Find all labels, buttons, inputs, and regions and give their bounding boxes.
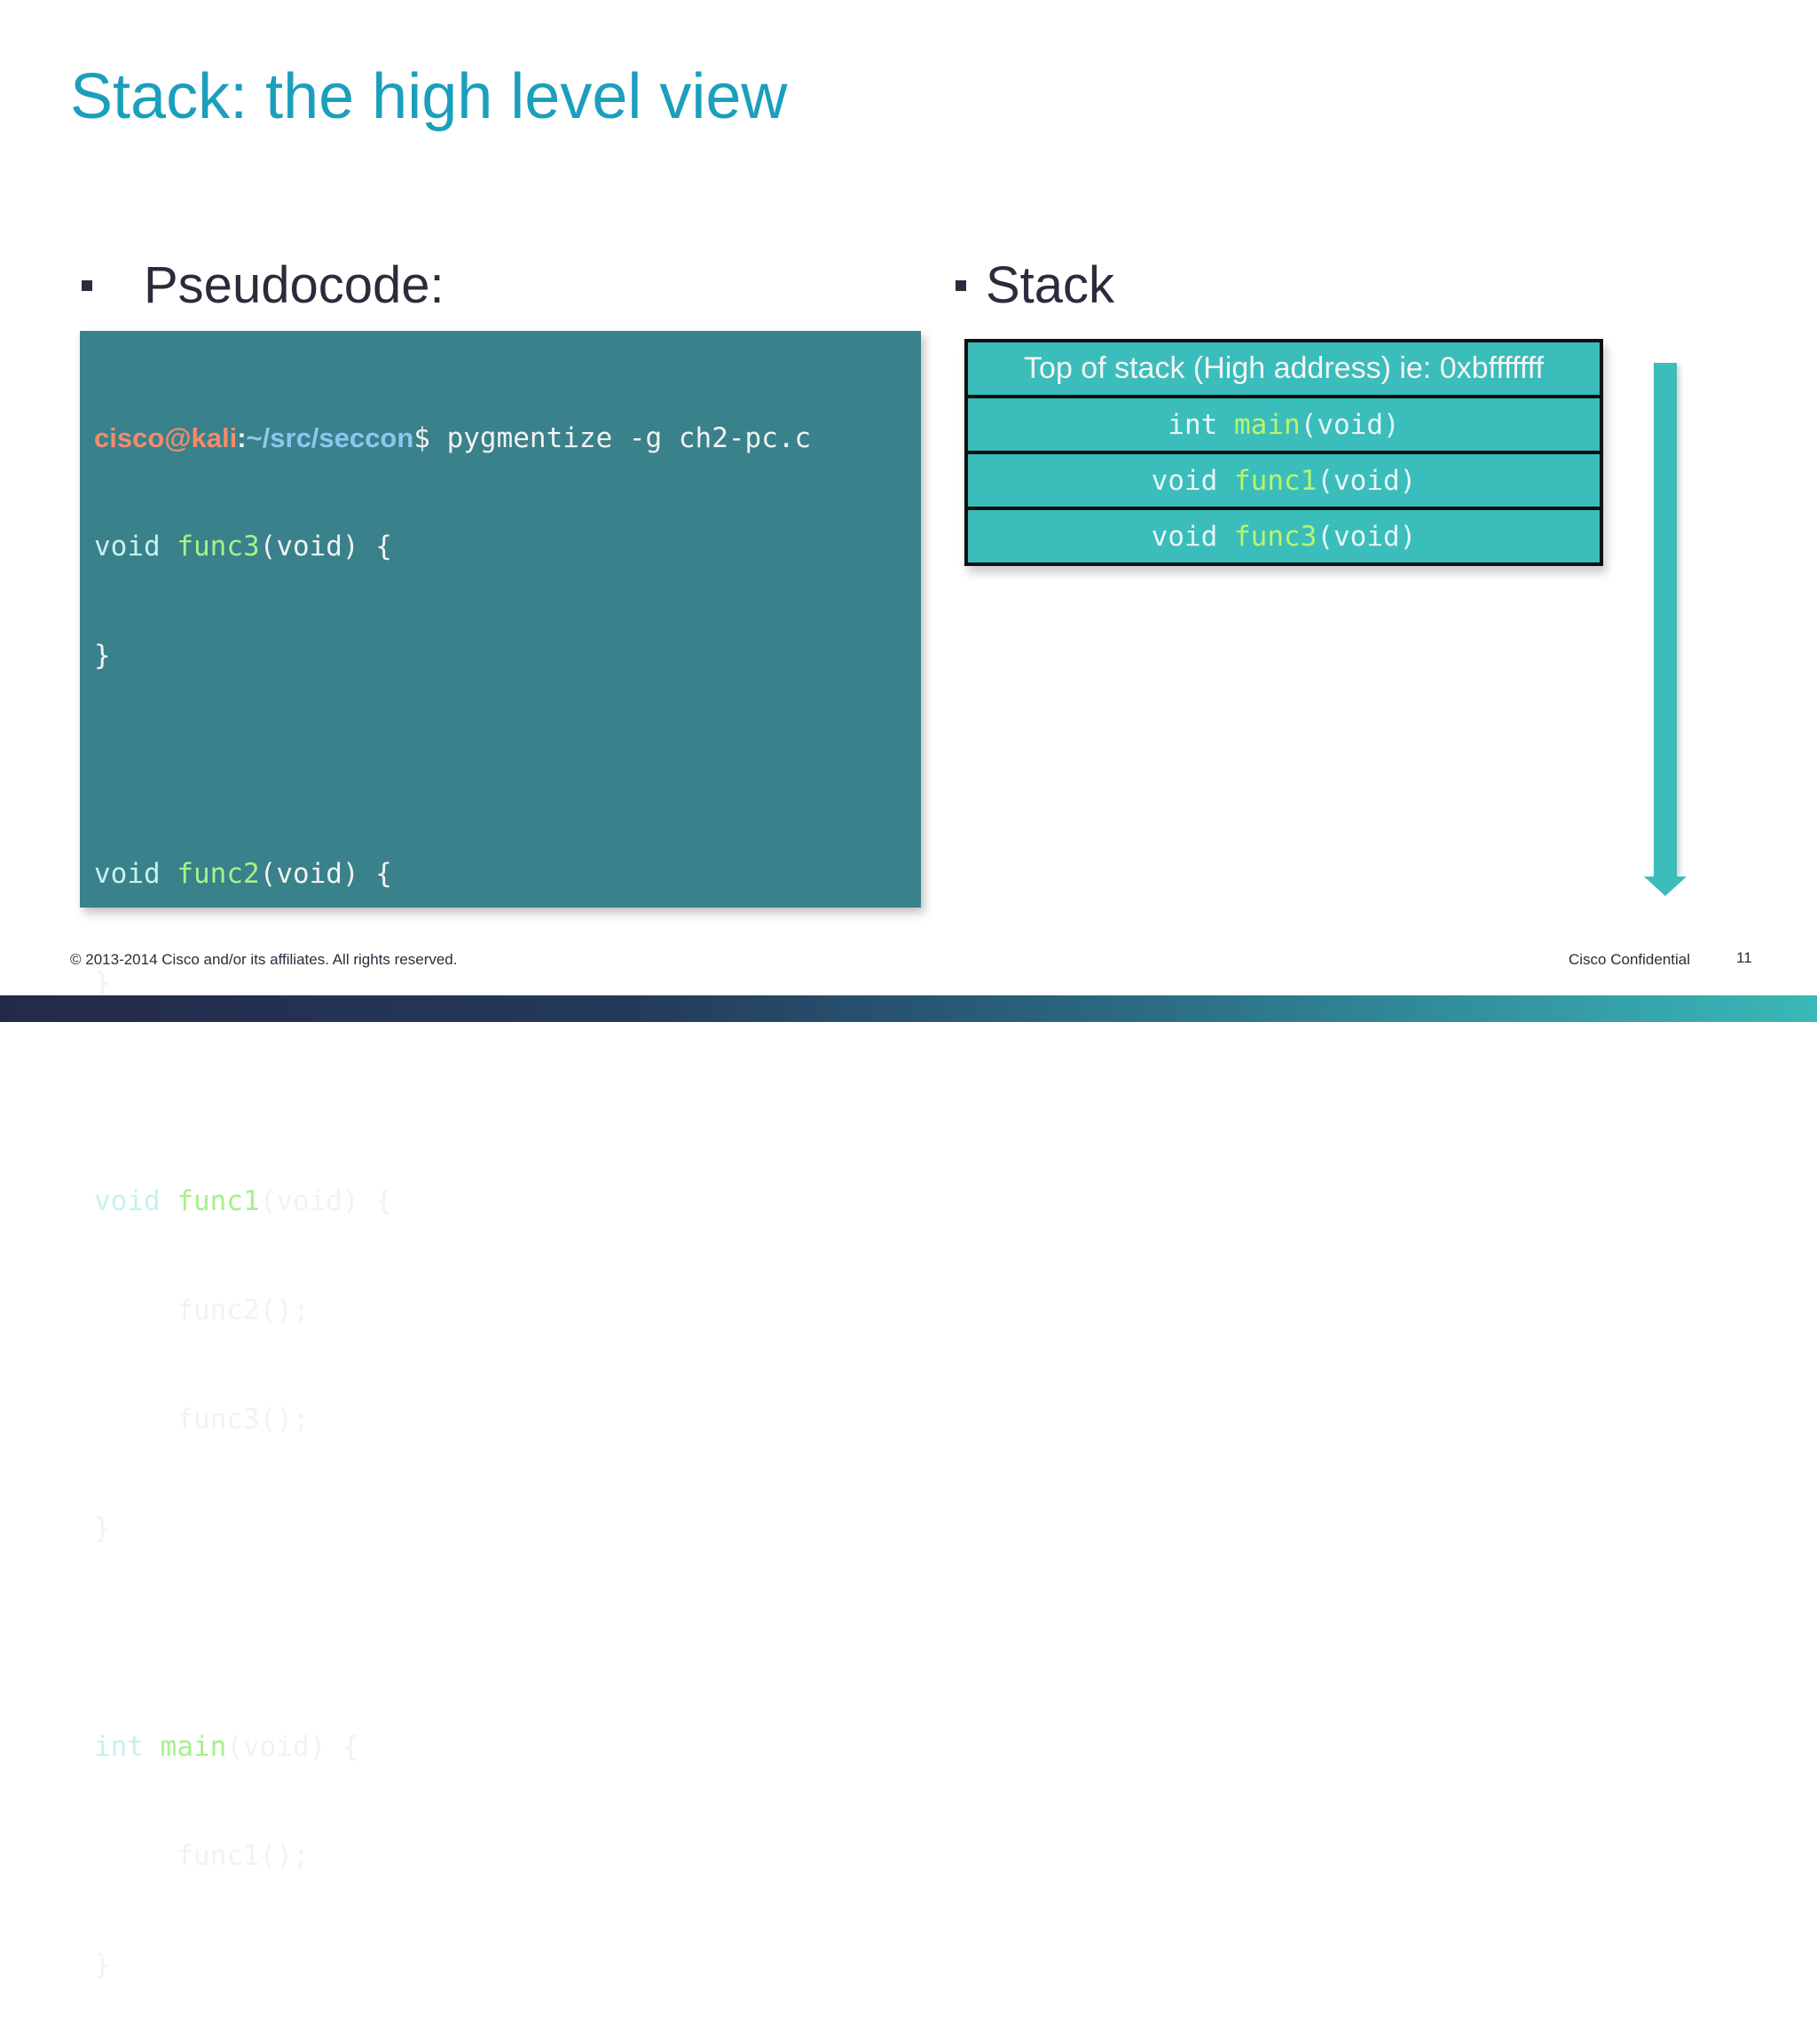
code-params: (void) { xyxy=(226,1731,359,1763)
bullet-square-icon xyxy=(956,279,966,291)
code-call: func3(); xyxy=(177,1403,310,1435)
frame-function-name: func3 xyxy=(1234,520,1318,553)
code-call: func1(); xyxy=(177,1840,310,1872)
frame-return-type: void xyxy=(1151,464,1218,497)
page-number: 11 xyxy=(1736,949,1752,966)
code-function-name: func1 xyxy=(177,1185,260,1217)
code-line: func1(); xyxy=(94,1838,811,1875)
code-line: void func2(void) { xyxy=(94,856,811,892)
stack-top-frame: Top of stack (High address) ie: 0xbfffff… xyxy=(968,342,1600,398)
stack-diagram: Top of stack (High address) ie: 0xbfffff… xyxy=(964,339,1603,566)
code-line: void func1(void) { xyxy=(94,1183,811,1220)
code-block: cisco@kali:~/src/seccon$ pygmentize -g c… xyxy=(94,347,811,2044)
footer-gradient-bar xyxy=(0,995,1817,1022)
frame-params: (void) xyxy=(1317,464,1417,497)
confidential-label: Cisco Confidential xyxy=(1569,951,1691,968)
code-params: (void) { xyxy=(259,858,392,890)
code-brace: } xyxy=(94,640,111,672)
code-keyword: int xyxy=(94,1731,144,1763)
prompt-command: $ pygmentize -g ch2-pc.c xyxy=(413,422,812,454)
stack-frame-func1: void func1(void) xyxy=(968,454,1600,510)
code-line: int main(void) { xyxy=(94,1729,811,1765)
frame-function-name: func1 xyxy=(1234,464,1318,497)
code-blank-line xyxy=(94,747,811,783)
terminal-panel: cisco@kali:~/src/seccon$ pygmentize -g c… xyxy=(80,331,921,1981)
bullet-square-icon xyxy=(82,279,92,291)
stack-frame-func3: void func3(void) xyxy=(968,510,1600,566)
code-brace: } xyxy=(94,1949,111,1981)
frame-return-type: int xyxy=(1168,408,1218,441)
code-params: (void) { xyxy=(259,1185,392,1217)
stack-growth-arrow xyxy=(1654,363,1677,877)
stack-frame-main: int main(void) xyxy=(968,398,1600,454)
code-keyword: void xyxy=(94,531,161,562)
code-line: } xyxy=(94,638,811,674)
code-function-name: main xyxy=(160,1731,227,1763)
pseudocode-heading-text: Pseudocode: xyxy=(144,256,444,314)
code-line: func2(); xyxy=(94,1293,811,1329)
code-blank-line xyxy=(94,1620,811,1656)
frame-return-type: void xyxy=(1151,520,1218,553)
code-line: } xyxy=(94,1511,811,1547)
code-line: func3(); xyxy=(94,1402,811,1438)
code-blank-line xyxy=(94,1074,811,1111)
code-call: func2(); xyxy=(177,1294,310,1326)
prompt-line: cisco@kali:~/src/seccon$ pygmentize -g c… xyxy=(94,420,811,456)
slide-title: Stack: the high level view xyxy=(70,61,788,132)
stack-heading-text: Stack xyxy=(986,256,1115,314)
arrow-down-icon xyxy=(1644,877,1687,896)
code-line: } xyxy=(94,965,811,1002)
prompt-colon: : xyxy=(237,422,247,453)
frame-params: (void) xyxy=(1317,520,1417,553)
code-function-name: func2 xyxy=(177,858,260,890)
code-keyword: void xyxy=(94,1185,161,1217)
code-params: (void) { xyxy=(259,531,392,562)
code-function-name: func3 xyxy=(177,531,260,562)
frame-function-name: main xyxy=(1234,408,1301,441)
code-line: } xyxy=(94,1947,811,1984)
code-brace: } xyxy=(94,1513,111,1545)
prompt-path: ~/src/seccon xyxy=(246,422,414,453)
frame-params: (void) xyxy=(1300,408,1400,441)
stack-heading: Stack xyxy=(956,256,1114,315)
code-line: void func3(void) { xyxy=(94,529,811,565)
code-keyword: void xyxy=(94,858,161,890)
copyright-text: © 2013-2014 Cisco and/or its affiliates.… xyxy=(70,951,458,968)
pseudocode-heading: Pseudocode: xyxy=(82,256,444,315)
code-brace: } xyxy=(94,967,111,999)
prompt-user: cisco@kali xyxy=(94,422,238,453)
